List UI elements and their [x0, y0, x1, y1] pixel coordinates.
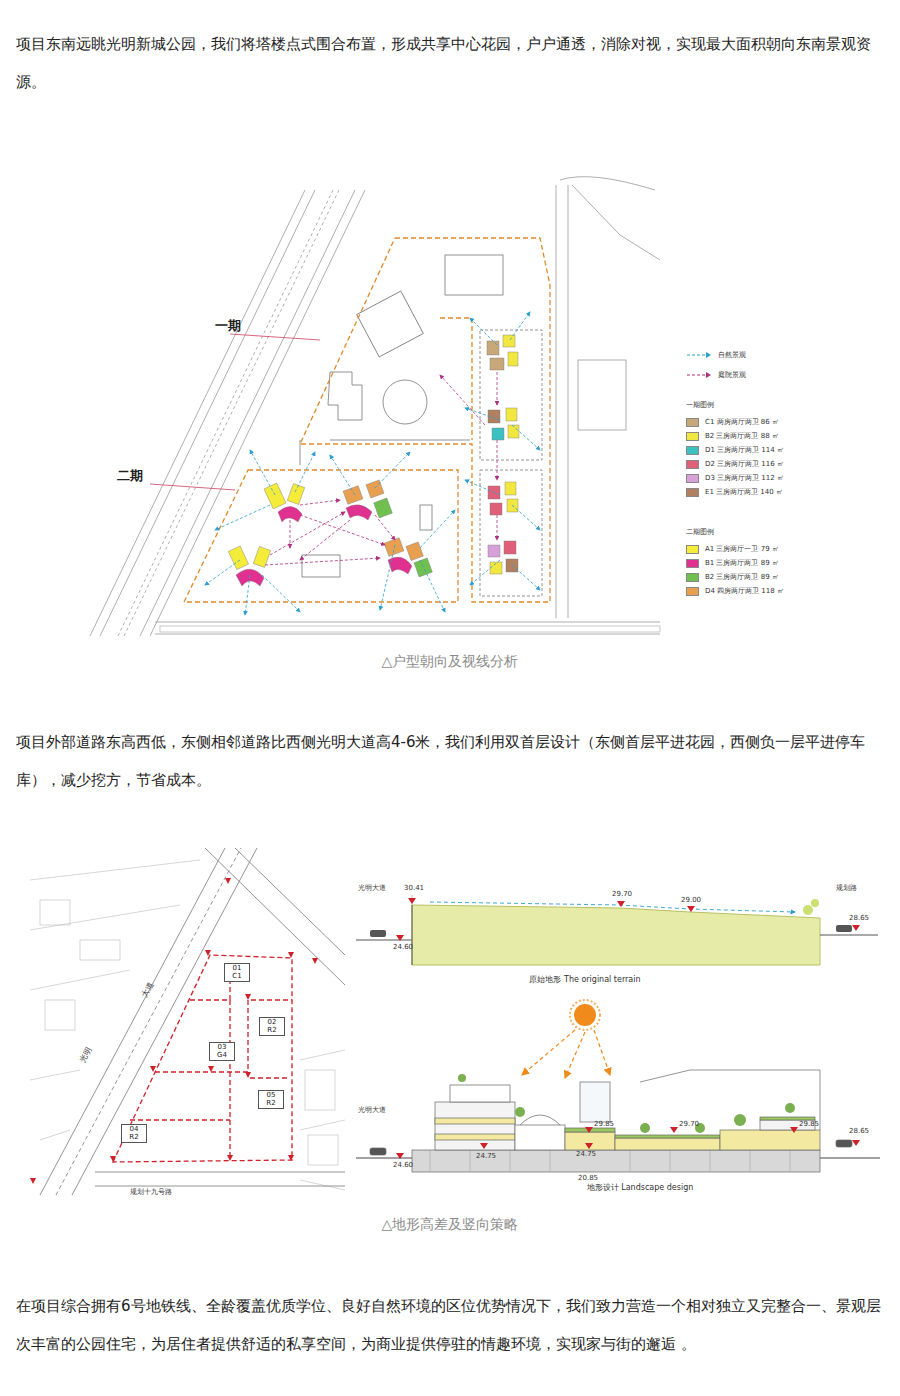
- legend-text: B1 三房两厅两卫 89 ㎡: [705, 559, 779, 567]
- legend-row: D2 三房两厅两卫 116 ㎡: [686, 460, 784, 469]
- phase-label: 一期: [215, 318, 241, 334]
- legend-row: 自然景观: [686, 351, 746, 359]
- lot-text: 01: [228, 965, 246, 973]
- elevation: 24.60: [393, 943, 413, 951]
- road-name: 光明大道: [358, 884, 386, 892]
- legend-text: D3 三房两厅两卫 112 ㎡: [705, 474, 784, 482]
- lot-label: 04R2: [121, 1124, 147, 1143]
- legend-swatch: [686, 545, 699, 554]
- lot-label: 05R2: [258, 1090, 284, 1109]
- elevation: 29.85: [594, 1120, 614, 1128]
- legend-swatch: [686, 587, 699, 596]
- legend-line-sample: [686, 371, 712, 379]
- section-title: 地形设计 Landscape design: [587, 1183, 694, 1193]
- legend-row: B2 三房两厅两卫 88 ㎡: [686, 432, 779, 441]
- lot-text: 04: [125, 1126, 143, 1134]
- elevation: 29.70: [679, 1120, 699, 1128]
- legend-swatch: [686, 418, 699, 427]
- legend-row: B1 三房两厅两卫 89 ㎡: [686, 559, 779, 568]
- phase-label: 二期: [117, 468, 143, 484]
- elevation: 24.60: [393, 1161, 413, 1169]
- legend-row: D4 四房两厅两卫 118 ㎡: [686, 587, 784, 596]
- elevation: 29.00: [681, 896, 701, 904]
- lot-text: 05: [262, 1092, 280, 1100]
- legend-text: B2 三房两厅两卫 88 ㎡: [705, 432, 779, 440]
- legend-text: E1 三房两厅两卫 140 ㎡: [705, 488, 783, 496]
- legend-swatch: [686, 573, 699, 582]
- caption: △地形高差及竖向策略: [382, 1216, 519, 1233]
- legend-swatch: [686, 460, 699, 469]
- elevation: 29.70: [612, 890, 632, 898]
- legend-row: D1 三房两厅两卫 114 ㎡: [686, 446, 784, 455]
- legend-heading: 一期图例: [686, 401, 714, 409]
- legend-row: D3 三房两厅两卫 112 ㎡: [686, 474, 784, 483]
- paragraph: 项目东南远眺光明新城公园，我们将塔楼点式围合布置，形成共享中心花园，户户通透，消…: [16, 25, 886, 101]
- elevation: 24.75: [476, 1152, 496, 1160]
- legend-swatch: [686, 488, 699, 497]
- elevation: 28.65: [849, 914, 869, 922]
- legend-row: B2 三房两厅两卫 89 ㎡: [686, 573, 779, 582]
- legend-text: D2 三房两厅两卫 116 ㎡: [705, 460, 784, 468]
- elevation: 20.85: [578, 1174, 598, 1182]
- lot-text: R2: [262, 1100, 280, 1108]
- lot-text: 02: [263, 1019, 281, 1027]
- lot-text: C1: [228, 973, 246, 981]
- road-name: 规划路: [836, 884, 857, 892]
- elevation: 29.85: [799, 1120, 819, 1128]
- legend-heading: 二期图例: [686, 528, 714, 536]
- lot-text: R2: [263, 1027, 281, 1035]
- lot-text: R2: [125, 1134, 143, 1142]
- legend-text: 自然景观: [718, 351, 746, 359]
- legend-text: D4 四房两厅两卫 118 ㎡: [705, 587, 784, 595]
- elevation: 28.65: [849, 1127, 869, 1135]
- elevation: 24.75: [576, 1150, 596, 1158]
- legend-row: A1 三房两厅一卫 79 ㎡: [686, 545, 779, 554]
- legend-line-sample: [686, 351, 712, 359]
- lot-text: G4: [213, 1052, 231, 1060]
- legend-text: B2 三房两厅两卫 89 ㎡: [705, 573, 779, 581]
- legend-swatch: [686, 446, 699, 455]
- legend-row: C1 两房两厅两卫 86 ㎡: [686, 418, 779, 427]
- legend-text: 庭院景观: [718, 371, 746, 379]
- road-name: 光明大道: [358, 1106, 386, 1114]
- lot-text: 03: [213, 1044, 231, 1052]
- lot-label: 03G4: [209, 1042, 235, 1061]
- road-name: 规划十九号路: [130, 1188, 172, 1196]
- legend-text: D1 三房两厅两卫 114 ㎡: [705, 446, 784, 454]
- legend-swatch: [686, 559, 699, 568]
- paragraph: 在项目综合拥有6号地铁线、全龄覆盖优质学位、良好自然环境的区位优势情况下，我们致…: [16, 1287, 886, 1363]
- legend-swatch: [686, 432, 699, 441]
- section-title: 原始地形 The original terrain: [529, 975, 640, 985]
- legend-swatch: [686, 474, 699, 483]
- lot-label: 02R2: [259, 1017, 285, 1036]
- road-name: 大道: [140, 980, 156, 999]
- elevation: 30.41: [404, 884, 424, 892]
- road-name: 光明: [78, 1045, 94, 1064]
- legend-text: A1 三房两厅一卫 79 ㎡: [705, 545, 779, 553]
- lot-label: 01C1: [224, 963, 250, 982]
- legend-row: 庭院景观: [686, 371, 746, 379]
- caption: △户型朝向及视线分析: [382, 653, 519, 670]
- legend-row: E1 三房两厅两卫 140 ㎡: [686, 488, 783, 497]
- legend-text: C1 两房两厅两卫 86 ㎡: [705, 418, 779, 426]
- paragraph: 项目外部道路东高西低，东侧相邻道路比西侧光明大道高4-6米，我们利用双首层设计（…: [16, 723, 886, 799]
